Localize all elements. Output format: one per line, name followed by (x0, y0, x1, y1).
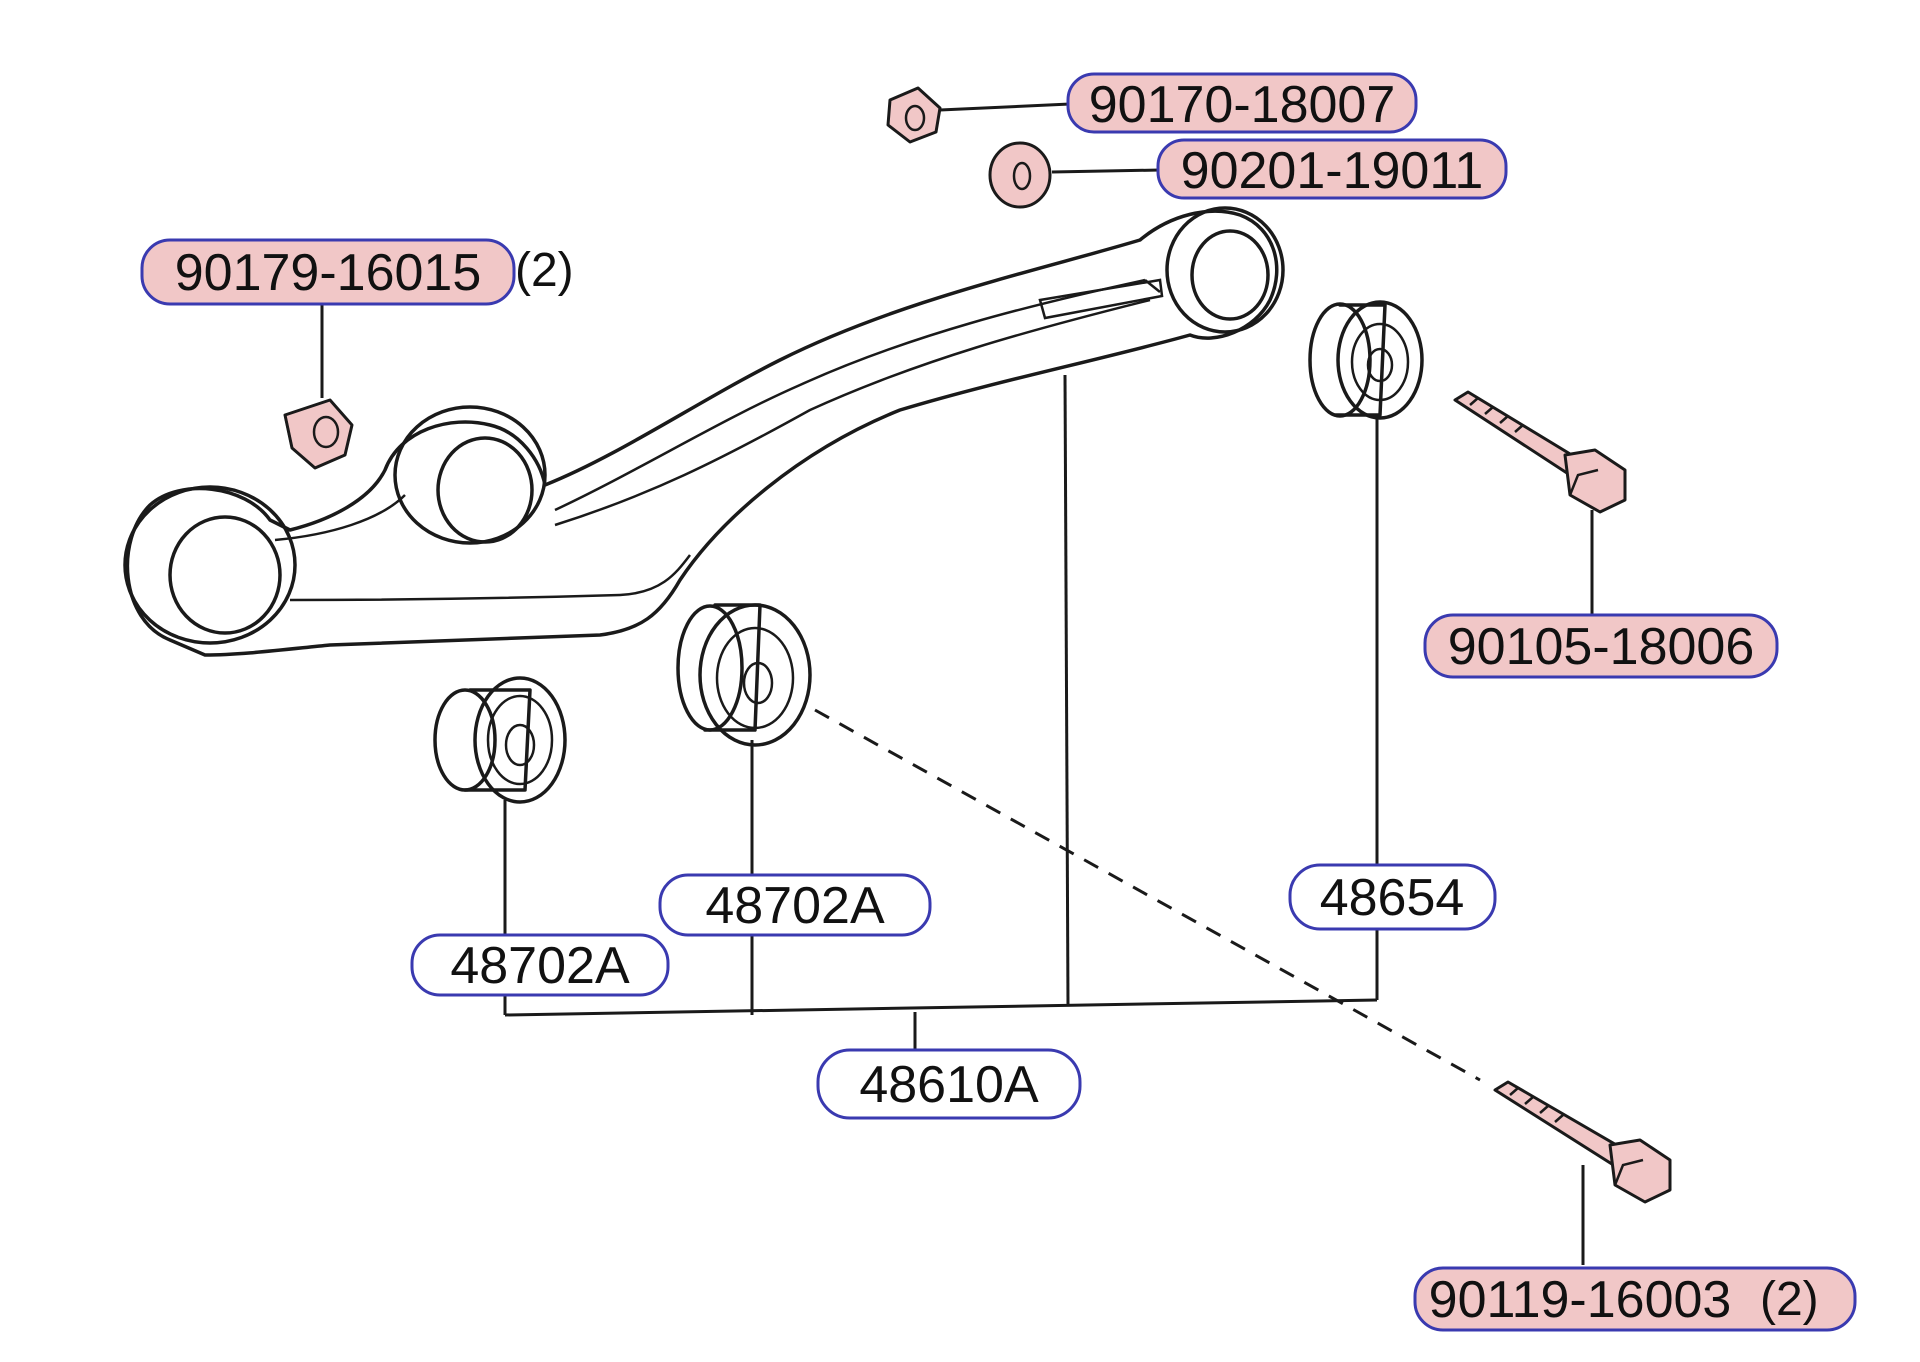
label-48654-outline (1288, 863, 1497, 931)
label-90119-16003-highlight (1413, 1266, 1857, 1332)
middle-eye-outer (393, 405, 547, 545)
label-90105-18006: 90105-18006 (1423, 613, 1779, 679)
label-48702A-rear-outline (410, 933, 670, 997)
label-48610A-text: 48610A (859, 1056, 1039, 1114)
bushing-right (1308, 300, 1424, 420)
label-90119-16003-text: 90119-16003 (1429, 1271, 1732, 1329)
leader-lines (320, 102, 1594, 1265)
label-48702A-front-outline (658, 873, 932, 937)
label-90105-18006-text: 90105-18006 (1448, 618, 1755, 676)
label-48702A-rear-text: 48702A (450, 937, 630, 995)
label-48654: 48654 (1288, 863, 1497, 931)
label-90170-18007: 90170-18007 (1066, 72, 1418, 134)
middle-eye-inner (436, 436, 534, 544)
label-48610A: 48610A (816, 1048, 1082, 1120)
label-90201-19011: 90201-19011 (1156, 138, 1508, 200)
label-90179-16015-qty: (2) (515, 244, 574, 297)
label-90201-19011-highlight (1156, 138, 1508, 200)
bushing-front (676, 603, 812, 747)
bolt-bottom-icon (1493, 1080, 1672, 1204)
label-90170-18007-highlight (1066, 72, 1418, 134)
nut-left-icon (283, 398, 354, 470)
nut-top-icon (886, 86, 942, 144)
bolt-right-icon (1453, 390, 1627, 514)
label-90119-16003: 90119-16003 (2) (1413, 1266, 1857, 1332)
washer-icon (988, 141, 1052, 209)
control-arm (123, 206, 1285, 657)
label-90179-16015-highlight (140, 238, 516, 306)
label-90179-16015: 90179-16015 (2) (140, 238, 574, 306)
right-eye-inner (1190, 229, 1270, 321)
right-eye-outer (1165, 206, 1285, 334)
left-eye-inner (168, 515, 282, 635)
label-90201-19011-text: 90201-19011 (1181, 142, 1484, 200)
label-90105-18006-highlight (1423, 613, 1779, 679)
label-48702A-front-text: 48702A (705, 877, 885, 935)
label-90179-16015-text: 90179-16015 (175, 244, 482, 302)
label-90119-16003-qty: (2) (1760, 1273, 1819, 1326)
label-48610A-outline (816, 1048, 1082, 1120)
bushing-rear (433, 676, 567, 804)
left-eye-outer (123, 485, 297, 645)
label-48654-text: 48654 (1320, 869, 1465, 927)
label-48702A-rear: 48702A (410, 933, 670, 997)
label-90170-18007-text: 90170-18007 (1089, 76, 1396, 134)
label-48702A-front: 48702A (658, 873, 932, 937)
